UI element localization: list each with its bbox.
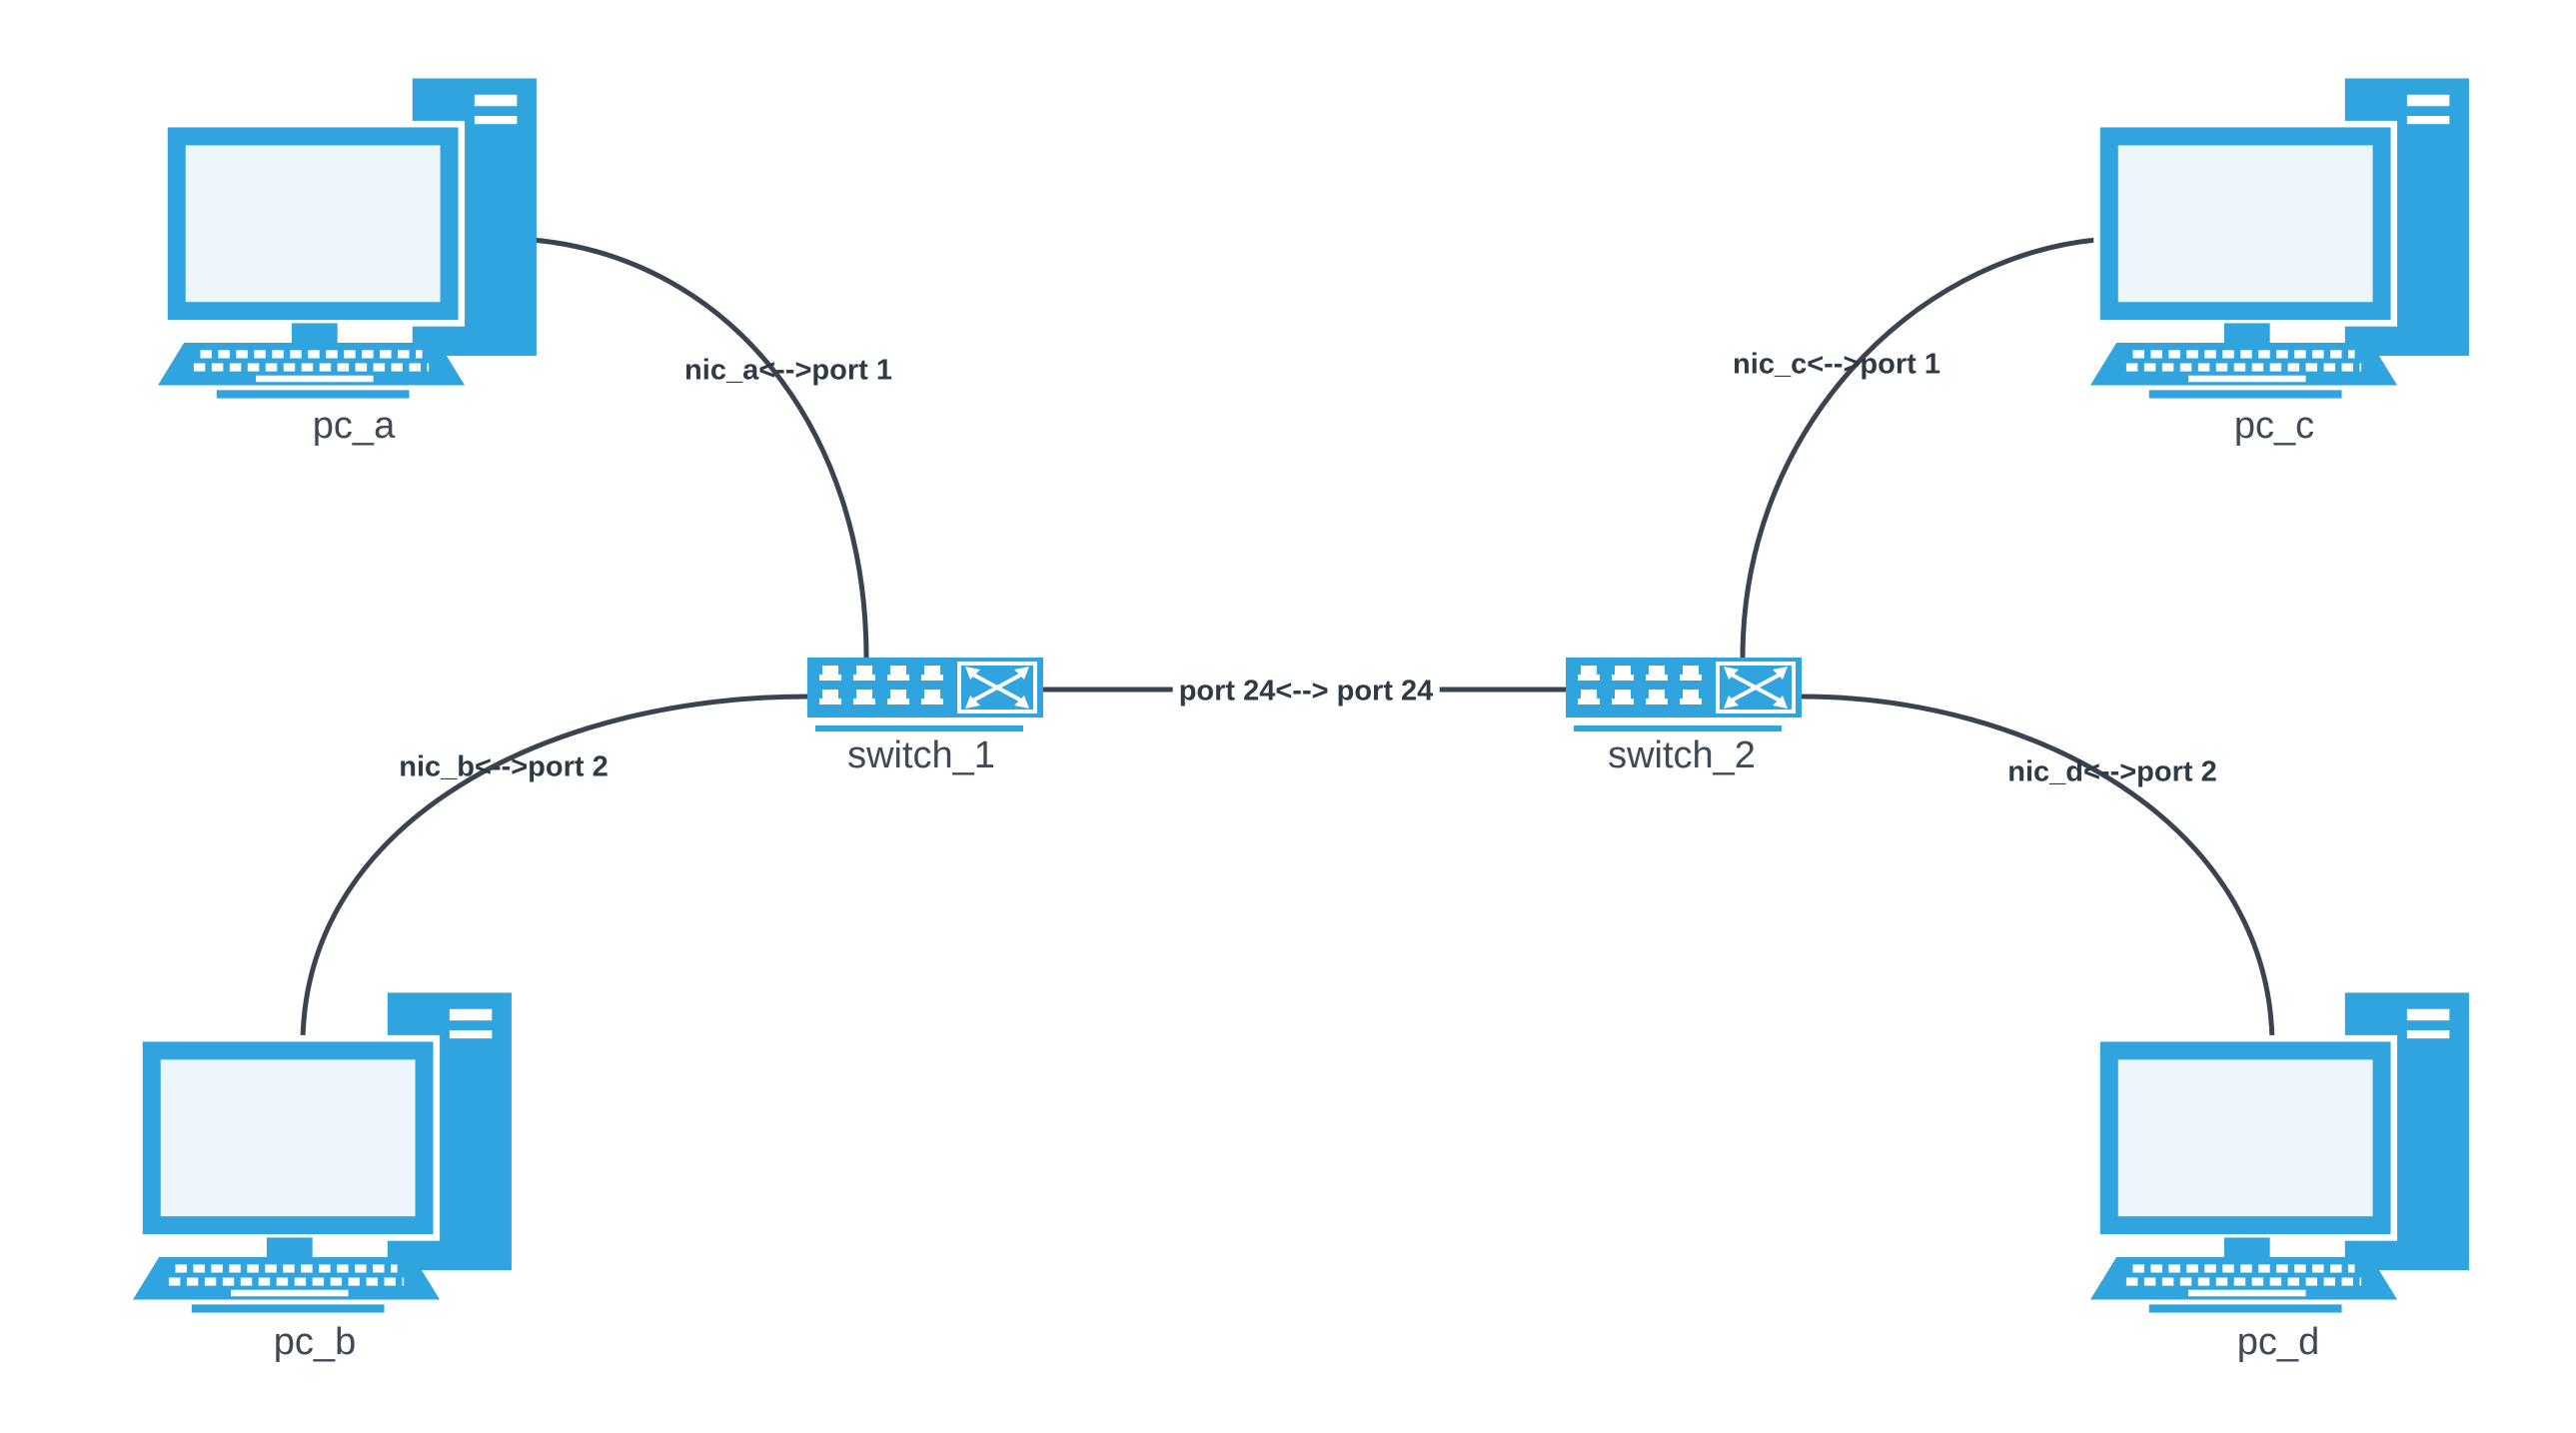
node-label-switch-1: switch_1 — [847, 734, 995, 776]
node-label-pc-b: pc_b — [273, 1321, 357, 1363]
edge-pc-c-to-switch-2[interactable] — [1740, 237, 2099, 661]
edge-pc-b-to-switch-1[interactable] — [300, 694, 810, 1044]
edge-label-nic-b-port-2[interactable]: nic_b<-->port 2 — [399, 750, 609, 783]
node-pc-c[interactable] — [2090, 75, 2482, 402]
edge-label-nic-d-port-2[interactable]: nic_d<-->port 2 — [2007, 755, 2217, 788]
node-label-pc-c: pc_c — [2233, 405, 2315, 447]
edge-label-nic-c-port-1[interactable]: nic_c<-->port 1 — [1733, 348, 1940, 381]
edge-label-nic-a-port-1[interactable]: nic_a<-->port 1 — [684, 354, 892, 387]
pc-icon — [133, 989, 525, 1316]
edge-label-port-24-port-24[interactable]: port 24<--> port 24 — [1172, 675, 1440, 709]
switch-icon — [807, 658, 1043, 731]
edge-pc-a-to-switch-1[interactable] — [530, 237, 869, 661]
node-label-pc-a: pc_a — [312, 405, 396, 447]
node-pc-d[interactable] — [2090, 989, 2482, 1316]
node-switch-2[interactable] — [1566, 658, 1802, 731]
pc-icon — [2090, 75, 2482, 402]
node-label-switch-2: switch_2 — [1608, 734, 1756, 776]
switch-icon — [1566, 658, 1802, 731]
pc-icon — [158, 75, 550, 402]
node-label-pc-d: pc_d — [2236, 1321, 2320, 1363]
edge-pc-d-to-switch-2[interactable] — [1799, 694, 2275, 1044]
pc-icon — [2090, 989, 2482, 1316]
node-pc-a[interactable] — [158, 75, 550, 402]
node-switch-1[interactable] — [807, 658, 1043, 731]
node-pc-b[interactable] — [133, 989, 525, 1316]
